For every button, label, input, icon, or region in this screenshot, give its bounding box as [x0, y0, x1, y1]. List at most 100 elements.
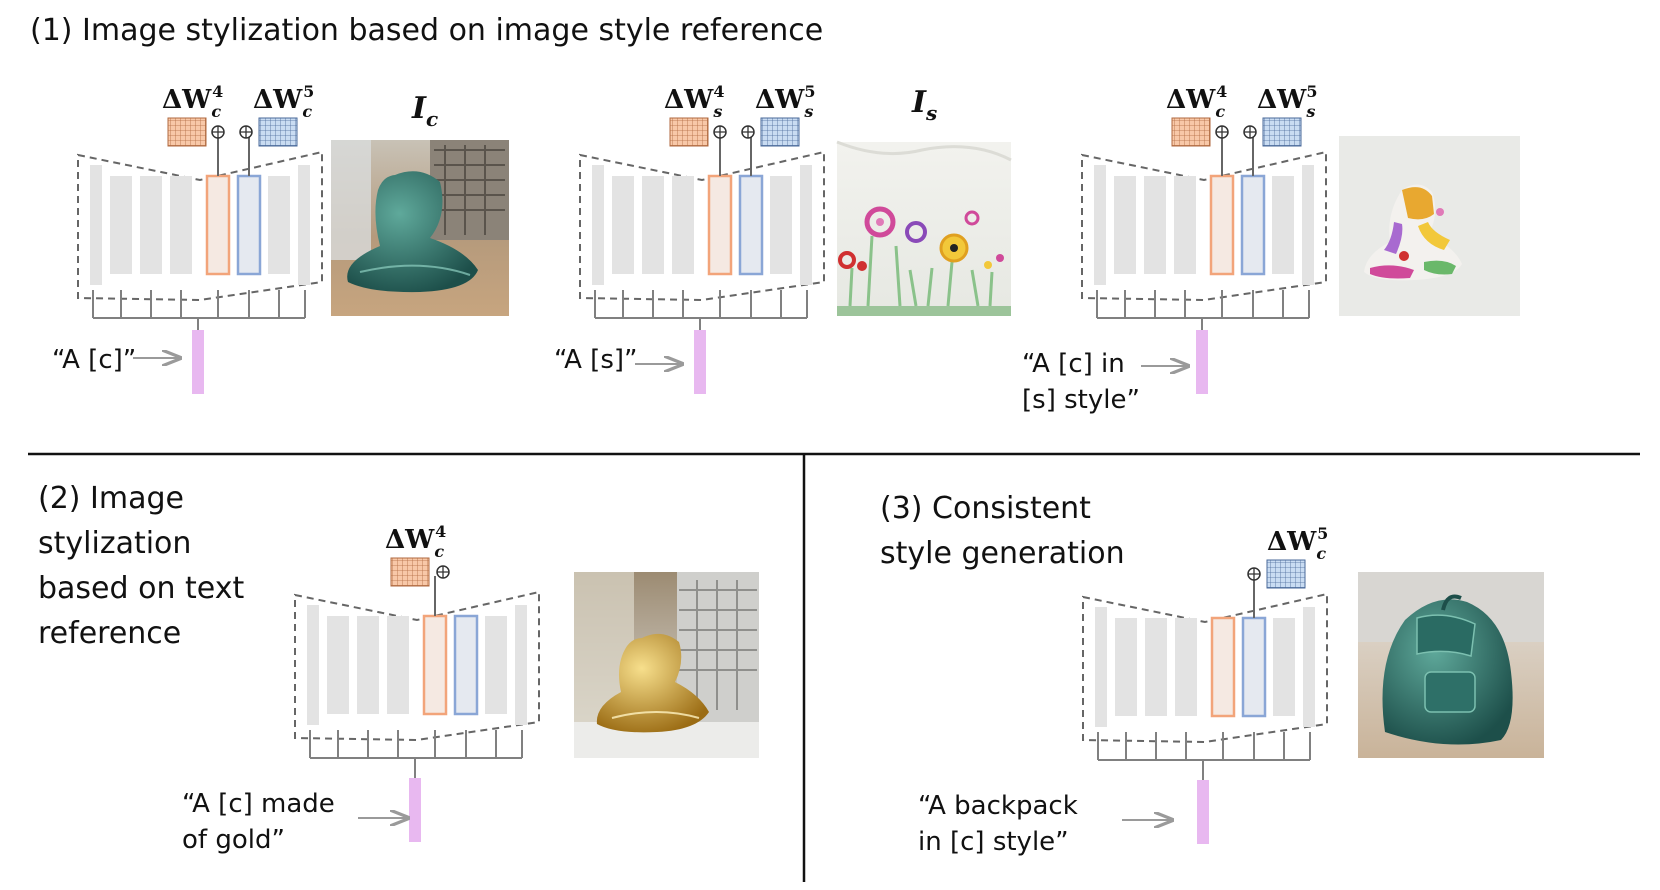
output-image — [1339, 136, 1520, 316]
section2-title: (2) Image stylization based on text refe… — [38, 481, 244, 651]
text-embedding-bar — [1197, 780, 1209, 844]
plus-icon — [239, 125, 253, 139]
unet-block — [770, 176, 792, 274]
unet-block — [1115, 618, 1137, 716]
prompt-text: “A [c] in — [1022, 349, 1125, 379]
lora-orange-icon — [1171, 117, 1211, 147]
prompt-text: [s] style” — [1022, 385, 1140, 415]
unet-outline — [1081, 150, 1327, 302]
plus-icon — [211, 125, 225, 139]
unet-block — [1145, 618, 1167, 716]
unet-block — [357, 616, 379, 714]
text-embedding-bar — [409, 778, 421, 842]
lora-blue-icon — [760, 117, 800, 147]
unet-connectors — [1097, 732, 1311, 780]
lora-blue-icon — [1262, 117, 1302, 147]
weight-label: ΔWc5 — [253, 82, 314, 121]
unet-block — [1114, 176, 1136, 274]
unet-block — [298, 165, 310, 285]
weight-label: ΔWc4 — [1166, 82, 1227, 121]
lora-orange-icon — [390, 557, 430, 587]
unet-block — [327, 616, 349, 714]
unet-block — [672, 176, 694, 274]
diagram-consistent-style: ΔWc5 — [1082, 524, 1544, 844]
section1-title: (1) Image stylization based on image sty… — [30, 13, 823, 48]
unet-block — [1273, 618, 1295, 716]
text-embedding-bar — [694, 330, 706, 394]
unet-block — [90, 165, 102, 285]
plus-icon — [1215, 125, 1229, 139]
unet-block-blue — [236, 174, 262, 276]
unet-block — [612, 176, 634, 274]
prompt-text: “A [c] made — [182, 789, 335, 819]
unet-block-orange — [1210, 616, 1236, 718]
unet-connectors — [594, 290, 808, 330]
plus-icon — [713, 125, 727, 139]
content-image — [331, 140, 509, 316]
unet-block-blue — [1240, 174, 1266, 276]
unet-block — [1095, 607, 1107, 727]
lora-blue-icon — [1266, 559, 1306, 589]
unet-outline — [77, 150, 323, 302]
adapter-lines — [1221, 136, 1254, 176]
output-image-gold — [574, 572, 759, 758]
unet-block — [307, 605, 319, 725]
unet-block — [515, 605, 527, 725]
unet-block — [800, 165, 812, 285]
unet-block — [642, 176, 664, 274]
unet-block-blue — [453, 614, 479, 716]
section2-title-line: stylization — [38, 526, 191, 561]
prompt-text: of gold” — [182, 825, 285, 855]
plus-icon — [1243, 125, 1257, 139]
unet-block — [1272, 176, 1294, 274]
weight-label: ΔWc4 — [385, 522, 446, 561]
lora-blue-icon — [258, 117, 298, 147]
unet-block — [268, 176, 290, 274]
diagram-combined: ΔWc4 ΔWs5 “A [c] in [s] style” — [1022, 82, 1520, 415]
unet-block — [1303, 607, 1315, 727]
section2-title-line: reference — [38, 616, 181, 651]
unet-block — [170, 176, 192, 274]
unet-block-blue — [738, 174, 764, 276]
lora-orange-icon — [167, 117, 207, 147]
unet-block — [387, 616, 409, 714]
prompt-text: “A [s]” — [554, 345, 637, 375]
plus-icon — [1247, 567, 1261, 581]
unet-block — [1174, 176, 1196, 274]
adapter-lines — [719, 136, 752, 176]
unet-block — [1144, 176, 1166, 274]
unet-block — [1302, 165, 1314, 285]
image-caption: Is — [911, 85, 937, 125]
weight-label: ΔWc5 — [1267, 524, 1328, 563]
unet-outline — [579, 150, 825, 302]
diagram-content: ΔWc4 ΔWc5 Ic “A [c]” — [52, 82, 509, 394]
plus-icon — [741, 125, 755, 139]
unet-connectors — [1096, 290, 1310, 330]
unet-block-blue — [1241, 616, 1267, 718]
section2-title-line: (2) Image — [38, 481, 184, 516]
unet-block — [110, 176, 132, 274]
unet-block-orange — [1209, 174, 1235, 276]
section3-title-line: style generation — [880, 536, 1125, 571]
weight-label: ΔWc4 — [162, 82, 223, 121]
unet-block — [140, 176, 162, 274]
unet-block — [1094, 165, 1106, 285]
text-embedding-bar — [1196, 330, 1208, 394]
unet-block — [1175, 618, 1197, 716]
diagram-text-reference: ΔWc4 — [294, 522, 759, 842]
section3-title-line: (3) Consistent — [880, 491, 1091, 526]
unet-outline — [1082, 592, 1328, 744]
style-image — [836, 140, 1012, 316]
section2-title-line: based on text — [38, 571, 244, 606]
weight-label: ΔWs4 — [664, 82, 725, 121]
unet-block — [485, 616, 507, 714]
lora-orange-icon — [669, 117, 709, 147]
unet-block — [592, 165, 604, 285]
prompt-text: in [c] style” — [918, 827, 1069, 857]
text-embedding-bar — [192, 330, 204, 394]
unet-connectors — [309, 730, 523, 778]
unet-outline — [294, 590, 540, 742]
section3-title: (3) Consistent style generation — [880, 491, 1125, 571]
prompt-text: “A backpack — [918, 791, 1078, 821]
